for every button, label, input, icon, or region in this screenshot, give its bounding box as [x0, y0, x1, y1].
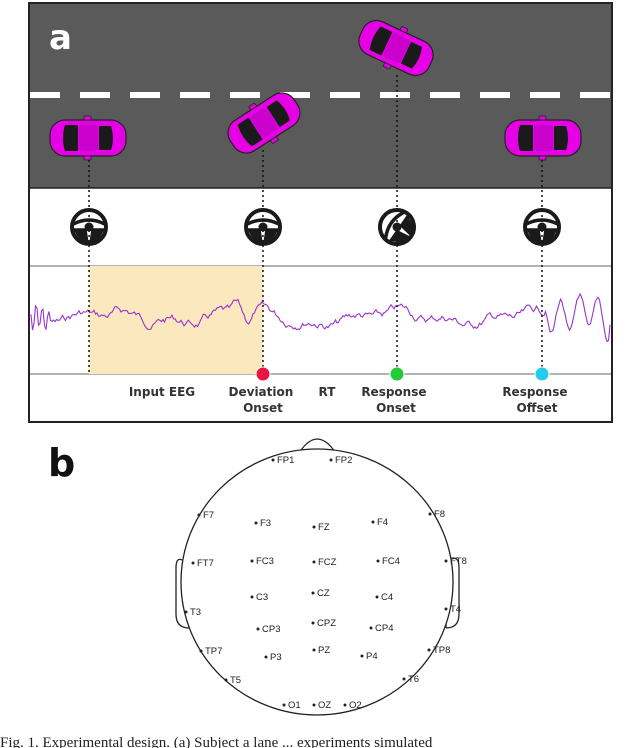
svg-text:CP4: CP4 [375, 623, 393, 634]
event-label-rt: RT [319, 385, 337, 399]
eeg-trace [30, 292, 611, 343]
svg-text:C4: C4 [381, 592, 393, 603]
panel-a: Input EEG Deviation Onset RT Response On… [28, 2, 613, 423]
electrode: PZ [312, 645, 330, 656]
electrode: F3 [254, 518, 271, 529]
svg-text:TP7: TP7 [205, 646, 222, 657]
electrode: FCZ [312, 557, 337, 568]
svg-text:F7: F7 [203, 510, 214, 521]
svg-text:FT7: FT7 [197, 558, 214, 569]
electrode: P3 [264, 652, 282, 663]
svg-text:CP3: CP3 [262, 624, 280, 635]
svg-text:FZ: FZ [318, 522, 330, 533]
event-label-input-eeg: Input EEG [129, 385, 195, 399]
electrode: CPZ [311, 618, 336, 629]
event-guide-lines [88, 75, 543, 374]
svg-text:FT8: FT8 [450, 556, 467, 567]
svg-text:CZ: CZ [317, 588, 330, 599]
svg-text:FCZ: FCZ [318, 557, 337, 568]
svg-text:T3: T3 [190, 607, 201, 618]
electrode: FC3 [250, 556, 274, 567]
svg-text:O2: O2 [349, 700, 362, 711]
panel-a-label: a [49, 18, 72, 58]
electrode: CP3 [256, 624, 280, 635]
response-onset-marker [389, 366, 405, 382]
svg-text:O1: O1 [288, 700, 301, 711]
svg-text:FC3: FC3 [256, 556, 274, 567]
svg-text:T5: T5 [230, 675, 241, 686]
svg-text:C3: C3 [256, 592, 268, 603]
svg-text:F4: F4 [377, 517, 388, 528]
electrode: TP8 [427, 645, 450, 656]
figure-caption: Fig. 1. Experimental design. (a) Subject… [0, 735, 433, 748]
electrode: C3 [250, 592, 268, 603]
electrode: F8 [428, 509, 445, 520]
electrode: FP2 [329, 455, 352, 466]
electrode: FT8 [444, 556, 467, 567]
svg-text:P3: P3 [270, 652, 282, 663]
electrode: O1 [282, 700, 301, 711]
event-label-response-onset: Response Onset [361, 385, 430, 415]
electrode: T6 [402, 674, 419, 685]
svg-text:PZ: PZ [318, 645, 330, 656]
electrode: T4 [444, 604, 461, 615]
road [30, 4, 611, 188]
event-label-deviation-onset: Deviation Onset [229, 385, 298, 415]
electrode: OZ [312, 700, 331, 711]
deviation-onset-marker [255, 366, 271, 382]
svg-text:F3: F3 [260, 518, 271, 529]
svg-text:T4: T4 [450, 604, 461, 615]
panel-b: b FP1 FP2 F7 F3 FZ F4 F8 FT7 FC3 FCZ FC4… [48, 438, 467, 716]
svg-text:T6: T6 [408, 674, 419, 685]
svg-text:CPZ: CPZ [317, 618, 336, 629]
electrode: FT7 [191, 558, 214, 569]
car-straight-1 [49, 115, 127, 161]
svg-text:FP2: FP2 [335, 455, 352, 466]
electrode: CZ [311, 588, 330, 599]
svg-text:P4: P4 [366, 651, 378, 662]
response-offset-marker [534, 366, 550, 382]
electrode: FP1 [271, 455, 294, 466]
electrode: T5 [224, 675, 241, 686]
electrode: T3 [184, 607, 201, 618]
electrode-layout: FP1 FP2 F7 F3 FZ F4 F8 FT7 FC3 FCZ FC4 F… [184, 455, 467, 711]
svg-text:OZ: OZ [318, 700, 331, 711]
electrode: CP4 [369, 623, 393, 634]
event-label-response-offset: Response Offset [502, 385, 571, 415]
electrode: FZ [312, 522, 330, 533]
electrode: FC4 [376, 556, 400, 567]
svg-text:FC4: FC4 [382, 556, 400, 567]
head-outline [175, 438, 460, 716]
svg-text:FP1: FP1 [277, 455, 294, 466]
electrode: TP7 [199, 646, 222, 657]
electrode: P4 [360, 651, 378, 662]
panel-b-label: b [48, 441, 75, 485]
electrode: F7 [197, 510, 214, 521]
electrode: C4 [375, 592, 393, 603]
svg-text:F8: F8 [434, 509, 445, 520]
svg-text:TP8: TP8 [433, 645, 450, 656]
electrode: O2 [343, 700, 362, 711]
car-straight-2 [504, 115, 582, 161]
electrode: F4 [371, 517, 388, 528]
